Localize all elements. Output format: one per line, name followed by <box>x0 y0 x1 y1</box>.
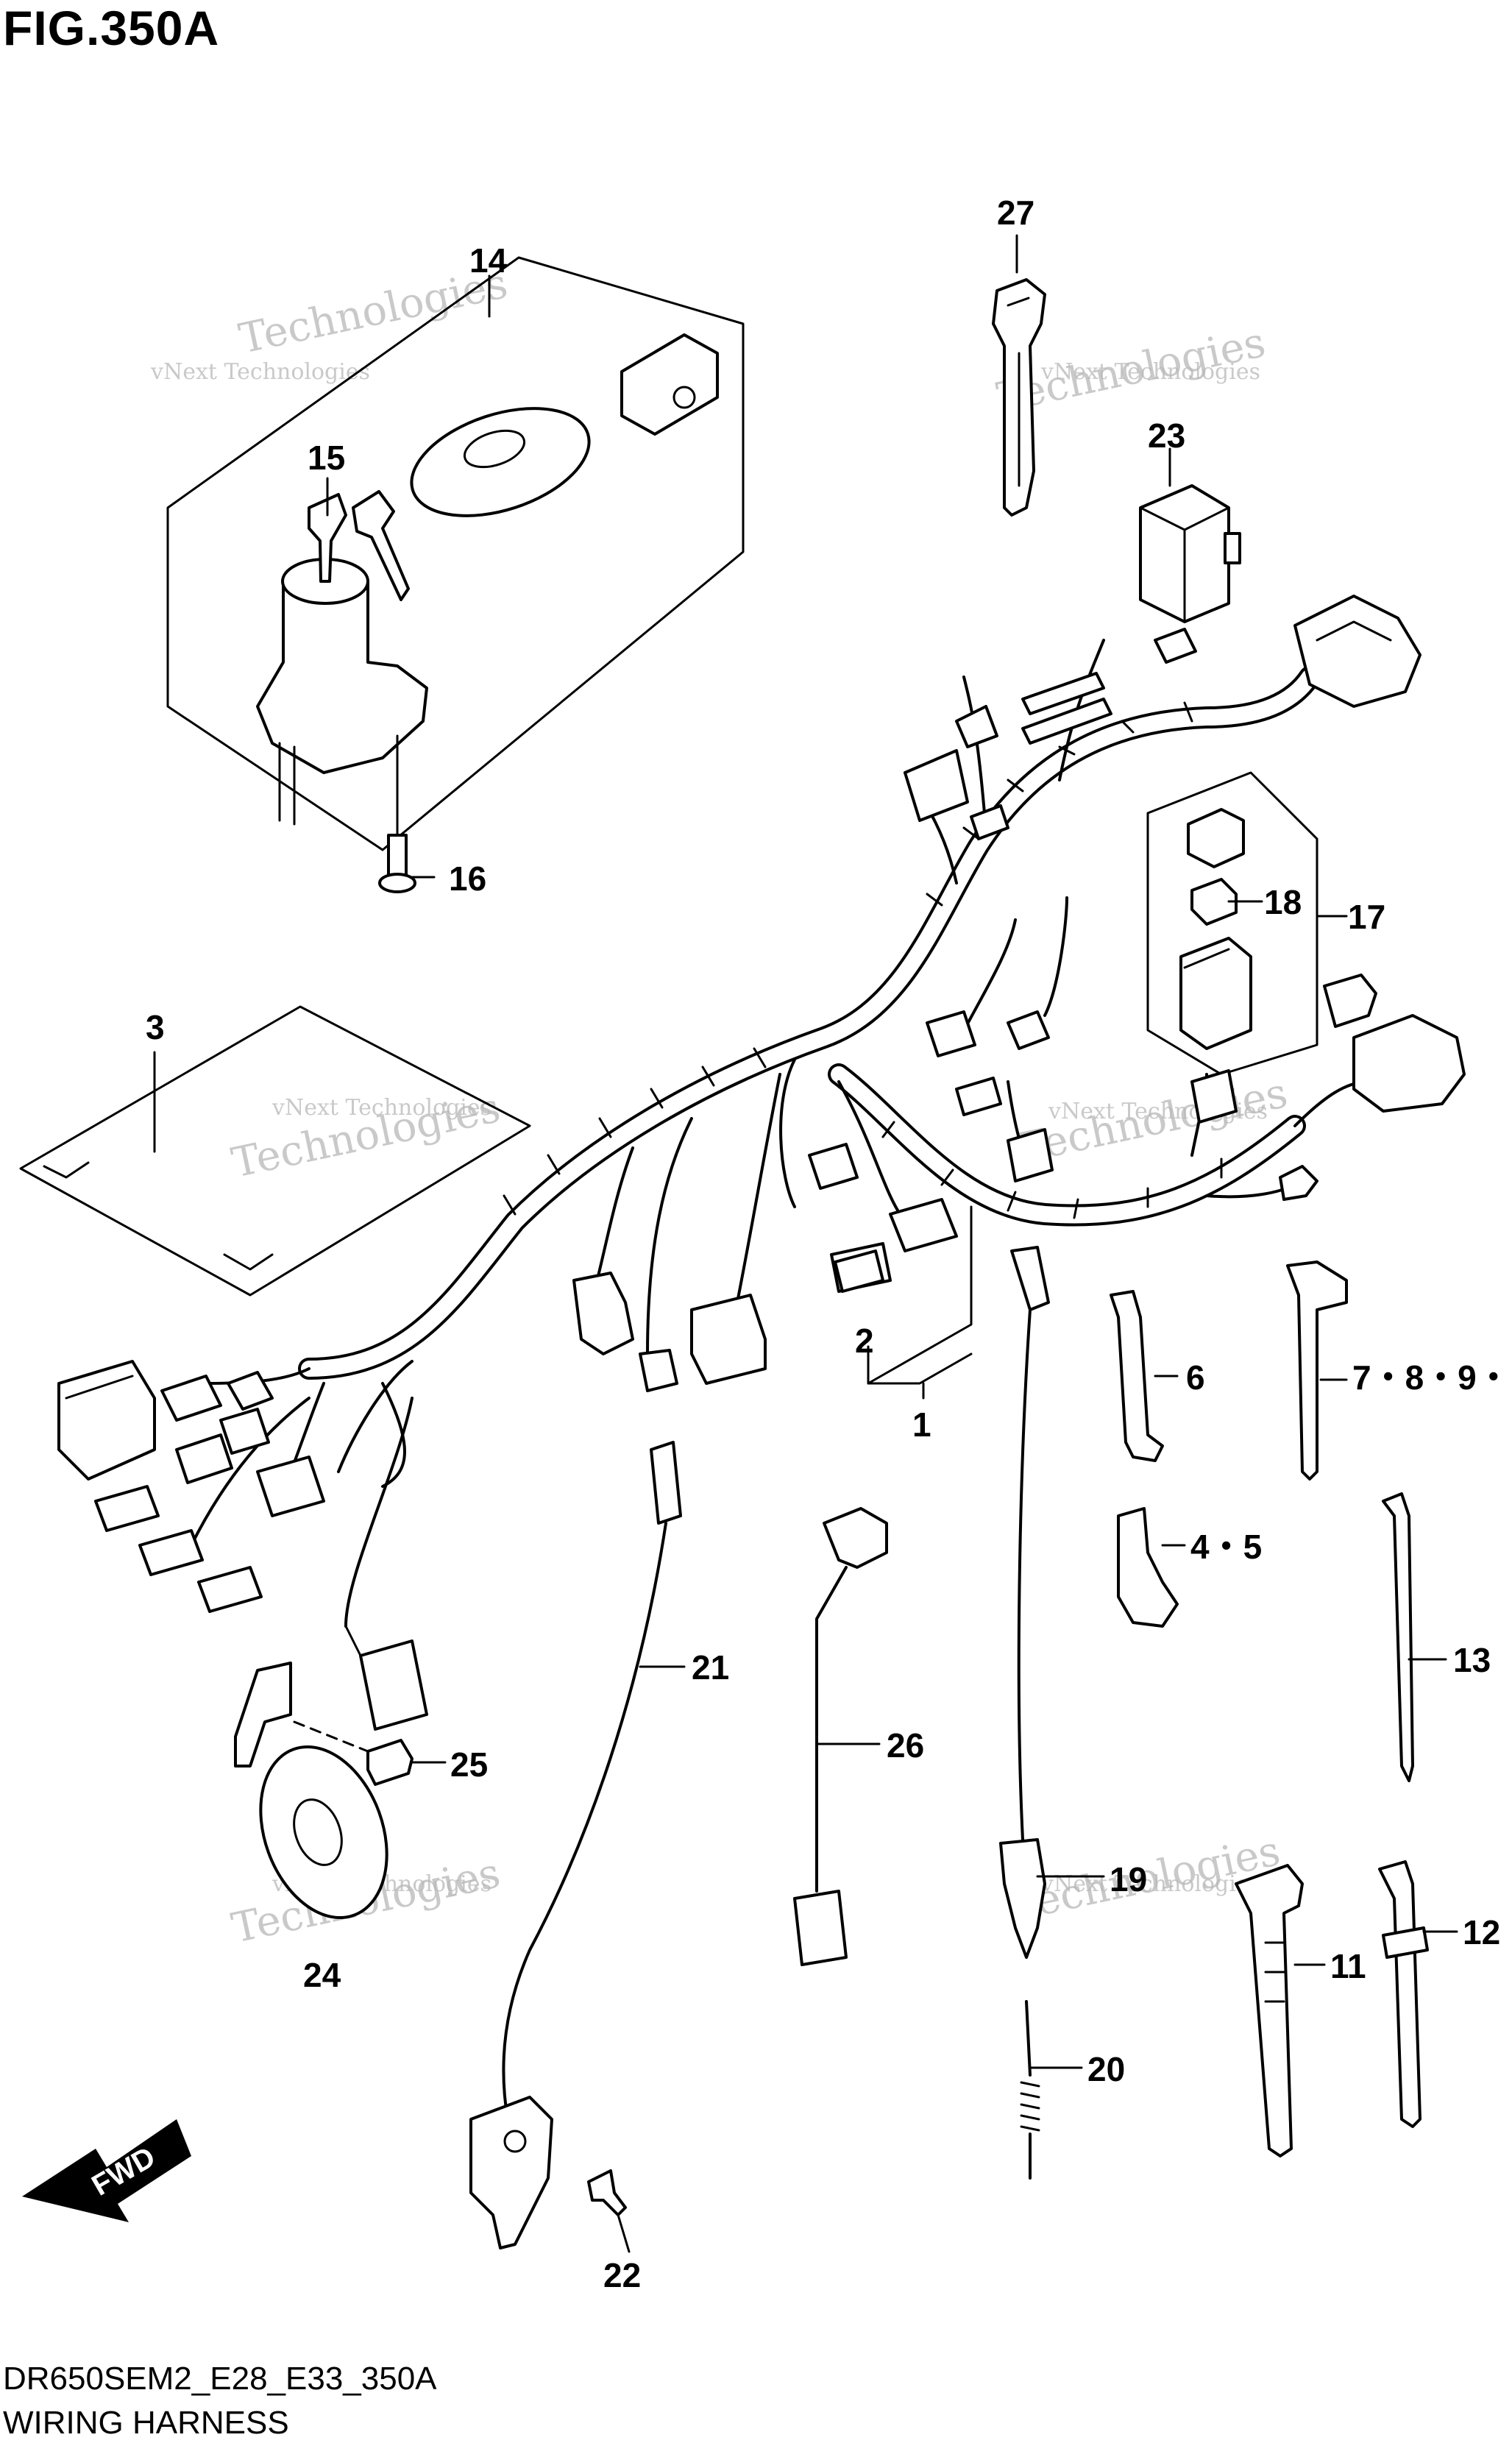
callout-14: 14 <box>469 241 508 280</box>
callout-4-5: 4・5 <box>1190 1528 1262 1566</box>
clamp-4-5 <box>1117 1507 1179 1628</box>
bolt-25 <box>293 1720 414 1786</box>
callout-7-10: 7・8・9・10 <box>1352 1358 1512 1397</box>
watermark-text: vNext Technologies <box>1040 359 1260 385</box>
watermark-text: vNext Technologies <box>150 359 370 385</box>
callout-22: 22 <box>603 2256 641 2294</box>
callout-24: 24 <box>303 1956 341 1994</box>
callout-1: 1 <box>912 1405 931 1444</box>
callout-27: 27 <box>997 194 1034 232</box>
key-blank-27 <box>992 278 1046 517</box>
callout-17: 17 <box>1348 898 1385 936</box>
sensor-26 <box>793 1507 888 1966</box>
items-1-2-bracket <box>834 1205 973 1385</box>
forward-direction-arrow: FWD <box>22 2119 191 2222</box>
clamp-6 <box>1110 1290 1164 1462</box>
label-sheet-3 <box>19 1005 531 1297</box>
screw-16 <box>378 808 416 893</box>
leader-lines <box>153 234 1458 2253</box>
callout-labels: 27 14 15 16 23 18 17 3 2 1 6 7・8・9・10 4・… <box>146 194 1512 2294</box>
switch-21 <box>469 1441 682 2249</box>
figure-title: FIG.350A <box>3 1 220 55</box>
spring-20 <box>1020 2000 1040 2180</box>
section-name: WIRING HARNESS <box>3 2405 289 2441</box>
callout-20: 20 <box>1087 2050 1125 2088</box>
callout-3: 3 <box>146 1008 165 1046</box>
callout-13: 13 <box>1453 1641 1491 1679</box>
callout-19: 19 <box>1110 1860 1147 1898</box>
callout-12: 12 <box>1463 1913 1500 1951</box>
horn-24 <box>234 1662 388 1920</box>
relay-23 <box>1139 484 1241 623</box>
callout-11: 11 <box>1330 1947 1366 1985</box>
callout-21: 21 <box>692 1648 729 1687</box>
callout-15: 15 <box>308 439 345 477</box>
clamp-7-10 <box>1286 1260 1348 1481</box>
callout-26: 26 <box>887 1726 924 1765</box>
cable-tie-11 <box>1235 1864 1304 2157</box>
callout-2: 2 <box>855 1322 874 1360</box>
cable-tie-12 <box>1378 1860 1429 2128</box>
cable-tie-13 <box>1382 1492 1414 1782</box>
model-code: DR650SEM2_E28_E33_350A <box>3 2361 437 2397</box>
callout-23: 23 <box>1148 416 1185 455</box>
ignition-switch-set-box <box>166 256 745 851</box>
callout-16: 16 <box>449 859 486 898</box>
callout-25: 25 <box>450 1745 488 1784</box>
main-wiring-harness <box>190 639 1399 1628</box>
screw-22 <box>587 2169 627 2216</box>
callout-6: 6 <box>1186 1358 1205 1397</box>
harness-connectors <box>57 595 1466 1731</box>
switch-19 <box>999 1246 1050 1959</box>
callout-18: 18 <box>1264 883 1302 921</box>
watermark-text: vNext Technologies <box>271 1095 491 1121</box>
fuse-box-assembly-17 <box>1146 771 1318 1076</box>
